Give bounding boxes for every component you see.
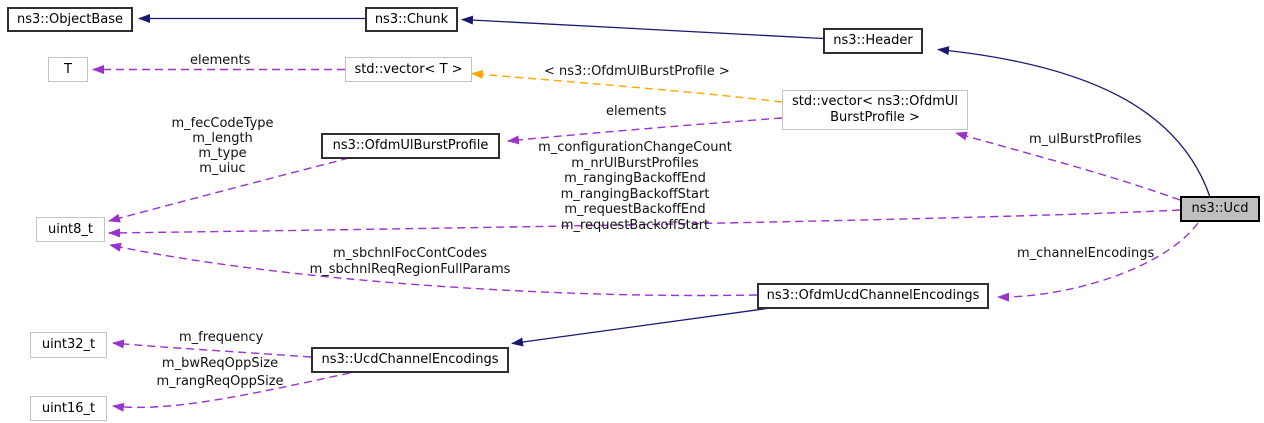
edge-ofdmucd-to-ucdchannelencodings-inheritance [511, 307, 768, 347]
member-label: m_fecCodeType [171, 116, 274, 131]
node-ns3-header[interactable]: ns3::Header [823, 28, 923, 54]
node-ns3-chunk[interactable]: ns3::Chunk [365, 7, 458, 32]
edge-burstprofile-to-uint8 [108, 157, 350, 223]
member-label: m_nrUlBurstProfiles [571, 155, 699, 171]
edge-label-elements-vector: elements [606, 104, 667, 119]
member-label: m_uiuc [199, 161, 246, 176]
edge-label-ulburstprofiles: m_ulBurstProfiles [1029, 132, 1142, 147]
node-uint8-t: uint8_t [36, 217, 105, 242]
member-label: m_sbchnlFocContCodes [333, 246, 487, 261]
node-std-vector-t: std::vector< T > [345, 57, 472, 82]
edge-label-ofdmul-members: m_fecCodeType m_length m_type m_uiuc [150, 116, 295, 176]
node-uint32-t: uint32_t [30, 332, 107, 358]
member-label: m_rangingBackoffStart [560, 186, 710, 202]
node-ns3-ucdchannelencodings[interactable]: ns3::UcdChannelEncodings [311, 347, 509, 373]
edge-vectorofdm-to-burstprofile-elements [507, 117, 783, 145]
node-ns3-ofdmucdchannelencodings[interactable]: ns3::OfdmUcdChannelEncodings [757, 283, 989, 309]
node-ns3-ofdmulburstprofile[interactable]: ns3::OfdmUlBurstProfile [321, 133, 500, 159]
node-uint16-t: uint16_t [30, 396, 107, 421]
member-label: m_bwReqOppSize [161, 356, 279, 371]
edge-label-ucdenc-members: m_bwReqOppSize m_rangReqOppSize [155, 355, 285, 390]
edge-ucd-to-uint8 [108, 209, 1181, 238]
edge-ucdchannelencodings-to-uint16 [112, 372, 351, 412]
member-label: m_sbchnlReqRegionFullParams [309, 261, 511, 277]
edge-label-ucd-uint8-members: m_configurationChangeCount m_nrUlBurstPr… [525, 140, 745, 233]
node-ns3-objectbase[interactable]: ns3::ObjectBase [7, 7, 133, 32]
edge-label-template-args: < ns3::OfdmUlBurstProfile > [544, 64, 730, 79]
member-label: m_rangReqOppSize [156, 373, 284, 389]
edge-ofdmucd-to-uint8 [109, 242, 758, 297]
edge-label-ofdmucd-members: m_sbchnlFocContCodes m_sbchnlReqRegionFu… [300, 246, 520, 277]
node-ns3-ucd: ns3::Ucd [1180, 196, 1260, 222]
node-label-line1: std::vector< ns3::OfdmUl [791, 94, 959, 109]
node-t: T [48, 57, 88, 82]
edge-ucdchannelencodings-to-uint32-frequency [112, 339, 312, 358]
edge-ucd-to-vectorofdm-ulburstprofiles [955, 131, 1181, 201]
member-label: m_configurationChangeCount [538, 140, 732, 155]
member-label: m_type [198, 146, 247, 161]
member-label: m_requestBackoffEnd [564, 202, 706, 217]
edge-ucd-to-header-inheritance [937, 46, 1211, 198]
edge-header-to-chunk-inheritance [461, 15, 824, 40]
edge-label-channelencodings: m_channelEncodings [1017, 246, 1155, 261]
node-std-vector-ofdmulburstprofile: std::vector< ns3::OfdmUl BurstProfile > [782, 90, 968, 130]
member-label: m_rangingBackoffEnd [564, 171, 706, 186]
edge-label-frequency: m_frequency [179, 330, 264, 345]
edge-vectorofdm-to-vectort-template [471, 69, 783, 103]
node-label-line2: BurstProfile > [830, 110, 920, 125]
member-label: m_length [192, 131, 253, 146]
member-label: m_requestBackoffStart [560, 217, 710, 233]
edge-label-elements-top: elements [190, 53, 251, 68]
edge-ucd-to-ofdmucd-channelencodings [997, 222, 1199, 302]
